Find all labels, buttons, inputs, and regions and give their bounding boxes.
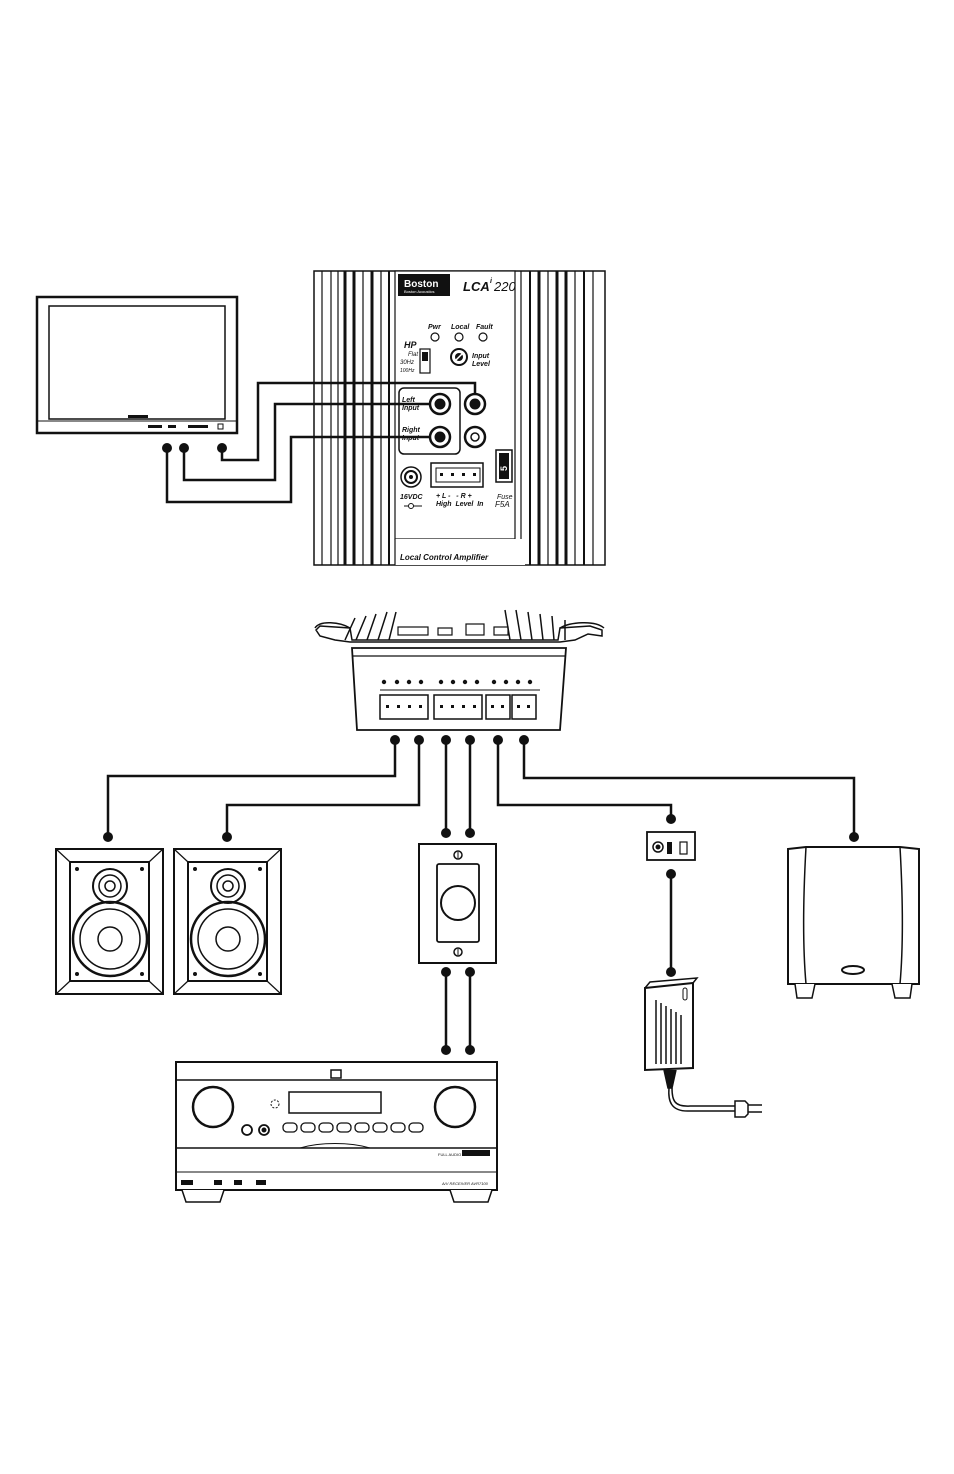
- power-label: 16VDC: [400, 494, 424, 501]
- high-level-in-label: High Level In: [436, 501, 483, 508]
- led-local: [455, 333, 463, 341]
- tv-audio-out-aux: [217, 443, 227, 453]
- receiver-model-text: A/V RECEIVER AVR7100: [441, 1181, 489, 1186]
- input-level-label-2: Level: [472, 361, 491, 368]
- right-output-jack[interactable]: [465, 427, 485, 447]
- hp-label: HP: [404, 340, 417, 350]
- power-jack[interactable]: [401, 467, 421, 487]
- amp-footer-label: Local Control Amplifier: [400, 553, 489, 562]
- volume-to-receiver-cables: [446, 972, 470, 1050]
- left-speaker: [56, 849, 163, 994]
- led-fault: [479, 333, 487, 341]
- input-level-knob[interactable]: [451, 349, 467, 365]
- receiver-badge: FULL AUDIO: [438, 1152, 461, 1157]
- model-number: 220: [493, 279, 516, 294]
- led-fault-label: Fault: [476, 324, 493, 331]
- right-input-label-1: Right: [402, 427, 421, 434]
- hp-100hz-label: 100Hz: [400, 368, 415, 374]
- led-pwr-label: Pwr: [428, 324, 442, 331]
- brand-subtitle: Boston Acoustics: [404, 289, 434, 294]
- tv-display: [37, 297, 237, 433]
- right-input-jack[interactable]: [430, 427, 450, 447]
- left-output-jack[interactable]: [465, 394, 485, 414]
- subwoofer: [788, 847, 919, 998]
- model-prefix: LCA: [463, 279, 490, 294]
- amp-rear-view: [315, 610, 604, 730]
- left-input-label-2: Input: [402, 405, 420, 412]
- amp-output-cables: [108, 740, 854, 836]
- high-level-terminal[interactable]: [431, 463, 483, 487]
- led-local-label: Local: [451, 324, 470, 331]
- right-speaker-connection: [222, 832, 232, 842]
- power-adapter: [645, 978, 762, 1117]
- wall-volume-control[interactable]: [419, 844, 496, 963]
- left-input-jack[interactable]: [430, 394, 450, 414]
- hp-flat-label: Flat: [408, 352, 418, 358]
- led-pwr: [431, 333, 439, 341]
- hp-30hz-label: 30Hz: [400, 360, 414, 366]
- input-level-label-1: Input: [472, 353, 490, 360]
- fuse-value: F5A: [495, 500, 510, 509]
- terminal-polarity-label: + L - - R +: [436, 493, 472, 500]
- left-speaker-connection: [103, 832, 113, 842]
- subwoofer-connection: [849, 832, 859, 842]
- tv-audio-out-left: [162, 443, 172, 453]
- fuse-number: 5: [499, 466, 509, 471]
- right-speaker: [174, 849, 281, 994]
- power-connector-module: [647, 832, 695, 860]
- tv-audio-out-right: [179, 443, 189, 453]
